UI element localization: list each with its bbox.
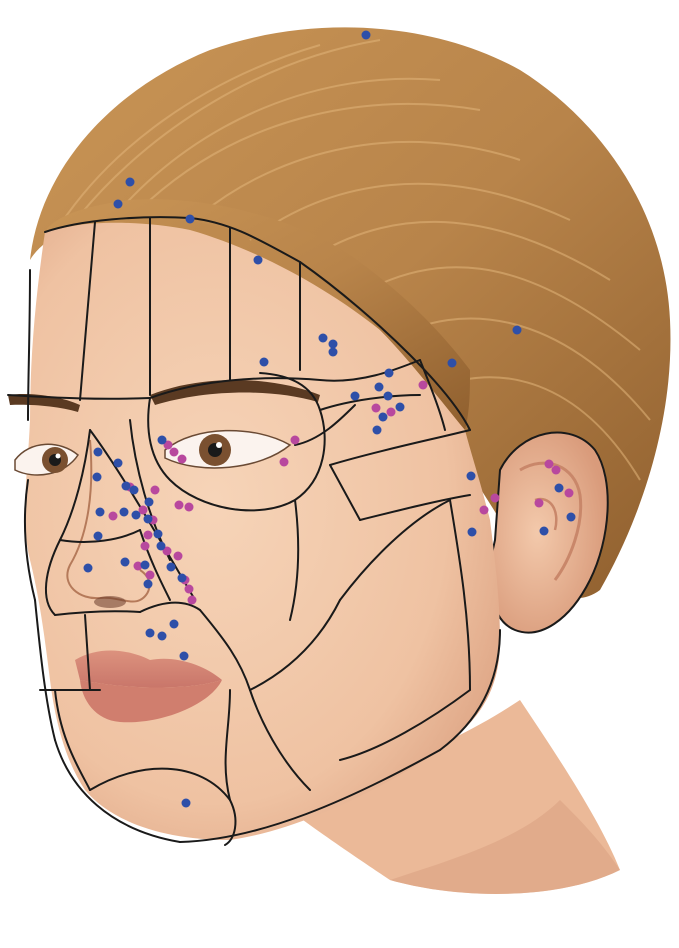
magenta-dot (491, 494, 500, 503)
magenta-dot (419, 381, 428, 390)
blue-dot (182, 799, 191, 808)
magenta-dot (141, 542, 150, 551)
blue-dot (144, 580, 153, 589)
magenta-dot (185, 503, 194, 512)
blue-dot (375, 383, 384, 392)
blue-dot (158, 436, 167, 445)
blue-dot (373, 426, 382, 435)
blue-dot (158, 632, 167, 641)
blue-dot (384, 392, 393, 401)
magenta-dot (280, 458, 289, 467)
blue-dot (154, 530, 163, 539)
blue-dot (329, 348, 338, 357)
blue-dot (96, 508, 105, 517)
blue-dot (468, 528, 477, 537)
magenta-dot (174, 552, 183, 561)
blue-dot (93, 473, 102, 482)
blue-dot (144, 515, 153, 524)
magenta-dot (188, 596, 197, 605)
magenta-dot (109, 512, 118, 521)
blue-dot (180, 652, 189, 661)
magenta-dot (535, 499, 544, 508)
blue-dot (513, 326, 522, 335)
blue-dot (170, 620, 179, 629)
blue-dot (157, 542, 166, 551)
magenta-dot (480, 506, 489, 515)
blue-dot (448, 359, 457, 368)
blue-dot (178, 574, 187, 583)
magenta-dot (545, 460, 554, 469)
blue-dot (146, 629, 155, 638)
blue-dot (186, 215, 195, 224)
blue-dot (94, 532, 103, 541)
magenta-dot (387, 408, 396, 417)
blue-dot (121, 558, 130, 567)
blue-dot (132, 511, 141, 520)
blue-dot (126, 178, 135, 187)
magenta-dot (372, 404, 381, 413)
blue-dot (379, 413, 388, 422)
magenta-dot (170, 448, 179, 457)
magenta-dot (178, 455, 187, 464)
blue-dot (351, 392, 360, 401)
magenta-dot (565, 489, 574, 498)
blue-dot (167, 563, 176, 572)
magenta-dot (144, 531, 153, 540)
magenta-dot (291, 436, 300, 445)
magenta-dot (175, 501, 184, 510)
blue-dot (141, 561, 150, 570)
blue-dot (362, 31, 371, 40)
blue-dot (254, 256, 263, 265)
blue-dot (260, 358, 269, 367)
blue-dot (122, 482, 131, 491)
blue-dot (84, 564, 93, 573)
magenta-dot (185, 585, 194, 594)
blue-dot (145, 498, 154, 507)
blue-dot (329, 340, 338, 349)
blue-dot (114, 200, 123, 209)
blue-dot (540, 527, 549, 536)
blue-dot (120, 508, 129, 517)
blue-dot (94, 448, 103, 457)
magenta-dot (552, 466, 561, 475)
blue-dot (114, 459, 123, 468)
magenta-dot (151, 486, 160, 495)
blue-dot (467, 472, 476, 481)
blue-dot (130, 486, 139, 495)
blue-dot (319, 334, 328, 343)
blue-dot (385, 369, 394, 378)
blue-dot (555, 484, 564, 493)
blue-dot (567, 513, 576, 522)
magenta-dot (146, 571, 155, 580)
blue-dot (396, 403, 405, 412)
